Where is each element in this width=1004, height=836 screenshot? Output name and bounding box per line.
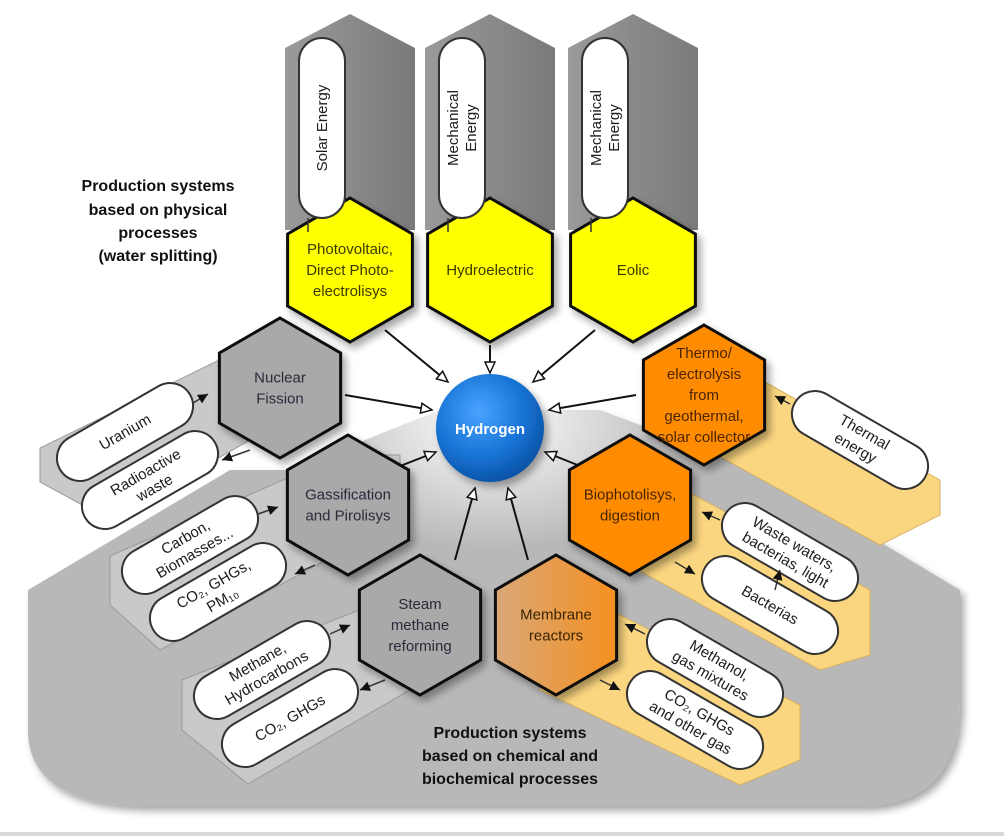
connector-arrow <box>294 564 316 575</box>
connector-arrow <box>221 449 251 462</box>
hex-node-hydroelectric: Hydroelectric <box>426 196 554 344</box>
connector-arrow <box>599 679 621 691</box>
hexagon-shape <box>426 196 554 344</box>
pill-shape <box>790 390 930 490</box>
arrow-membrane <box>508 488 529 561</box>
connector-arrow <box>359 679 386 691</box>
arrow-photovoltaic <box>384 329 448 382</box>
hex-label-line: Biophotolisys, <box>584 487 677 504</box>
hydrogen-node: Hydrogen <box>436 374 544 482</box>
pill-shape <box>645 618 785 718</box>
hydrogen-label: Hydrogen <box>455 421 525 438</box>
hex-label-line: digestion <box>600 508 660 525</box>
input-pill-uranium: Uranium <box>55 382 209 482</box>
hex-label-line: reactors <box>529 628 583 645</box>
physical-title-line-2: based on physical <box>89 202 228 219</box>
hexagon-shape <box>286 196 414 344</box>
physical-title-line-1: Production systems <box>82 178 235 195</box>
hexagon-shape <box>217 316 343 460</box>
hex-label-line: Membrane <box>520 607 592 624</box>
pill-shape <box>581 37 629 219</box>
chemical-title-line-3: biochemical processes <box>422 771 598 788</box>
pill-label-line: Mechanical <box>445 90 462 166</box>
pill-shape <box>298 37 346 219</box>
physical-title-line-3: processes <box>118 225 197 242</box>
hex-label-line: Direct Photo- <box>306 262 394 279</box>
hex-label-line: Photovoltaic, <box>307 241 393 258</box>
hex-label-line: electrolysis <box>667 366 741 383</box>
pill-label-line: Energy <box>463 104 480 152</box>
hexagon-shape <box>641 323 767 467</box>
hex-label-line: Thermo/ <box>676 345 733 362</box>
input-pill-solar-energy: Solar Energy <box>298 37 346 232</box>
arrow-steam <box>454 488 475 561</box>
hex-label-line: solar collector <box>658 429 751 446</box>
hex-node-eolic: Eolic <box>569 196 697 344</box>
hexagon-shape <box>493 553 619 697</box>
physical-section-title: Production systems based on physical pro… <box>82 178 235 265</box>
hex-label-line: Gassification <box>305 487 391 504</box>
hexagon-shape <box>357 553 483 697</box>
hex-label-line: Hydroelectric <box>446 262 534 279</box>
arrow-nuclear <box>344 394 432 410</box>
hex-label-line: Eolic <box>617 262 650 279</box>
hydrogen-sphere <box>436 374 544 482</box>
hex-label-line: methane <box>391 617 449 634</box>
hexagon-shape <box>285 433 411 577</box>
connector-arrow <box>257 505 279 516</box>
hex-node-gassification: Gassification and Pirolisys <box>285 433 411 577</box>
hex-label-line: Nuclear <box>254 370 306 387</box>
bacterias-to-waste-arrow <box>772 569 783 591</box>
pill-label-line: Mechanical <box>588 90 605 166</box>
physical-title-line-4: (water splitting) <box>98 248 217 265</box>
hex-label-line: Steam <box>398 596 441 613</box>
hex-node-membrane: Membrane reactors <box>493 553 619 697</box>
pill-shape <box>625 670 765 770</box>
arrow-eolic <box>533 329 596 382</box>
hex-node-thermo-electrolysis: Thermo/electrolysis from geothermal, solar … <box>641 323 767 467</box>
hex-node-photovoltaic: Photovoltaic, Direct Photo-electrolisys <box>286 196 414 344</box>
input-pill-bacterias: Bacterias <box>674 555 840 655</box>
hex-label-line: and Pirolisys <box>305 508 390 525</box>
connector-arrow <box>701 511 721 521</box>
chemical-section-title: Production systems based on chemical and… <box>422 725 598 788</box>
connector-arrow <box>674 561 696 575</box>
hex-label-line: from <box>689 387 719 404</box>
hex-label-line: reforming <box>388 638 451 655</box>
connector-arrow <box>329 624 351 635</box>
pill-shape <box>438 37 486 219</box>
arrows-to-hydrogen <box>344 329 637 561</box>
chemical-title-line-1: Production systems <box>434 725 587 742</box>
hex-label-line: geothermal, <box>664 408 743 425</box>
pill-label-line: Energy <box>606 104 623 152</box>
bottom-border <box>0 832 1004 836</box>
hex-label-line: electrolisys <box>313 283 387 300</box>
hexagon-shape <box>569 196 697 344</box>
connector-arrow <box>624 623 646 635</box>
pill-shape <box>700 555 840 655</box>
hexagon-shape <box>567 433 693 577</box>
hex-node-steam-methane: Steam methane reforming <box>357 553 483 697</box>
pill-label-line: Solar Energy <box>314 84 331 171</box>
hex-node-biophotolysis: Biophotolisys, digestion <box>567 433 693 577</box>
chemical-title-line-2: based on chemical and <box>422 748 598 765</box>
arrow-thermo <box>549 394 637 410</box>
hex-label-line: Fission <box>256 391 304 408</box>
connector-arrow <box>774 395 791 406</box>
